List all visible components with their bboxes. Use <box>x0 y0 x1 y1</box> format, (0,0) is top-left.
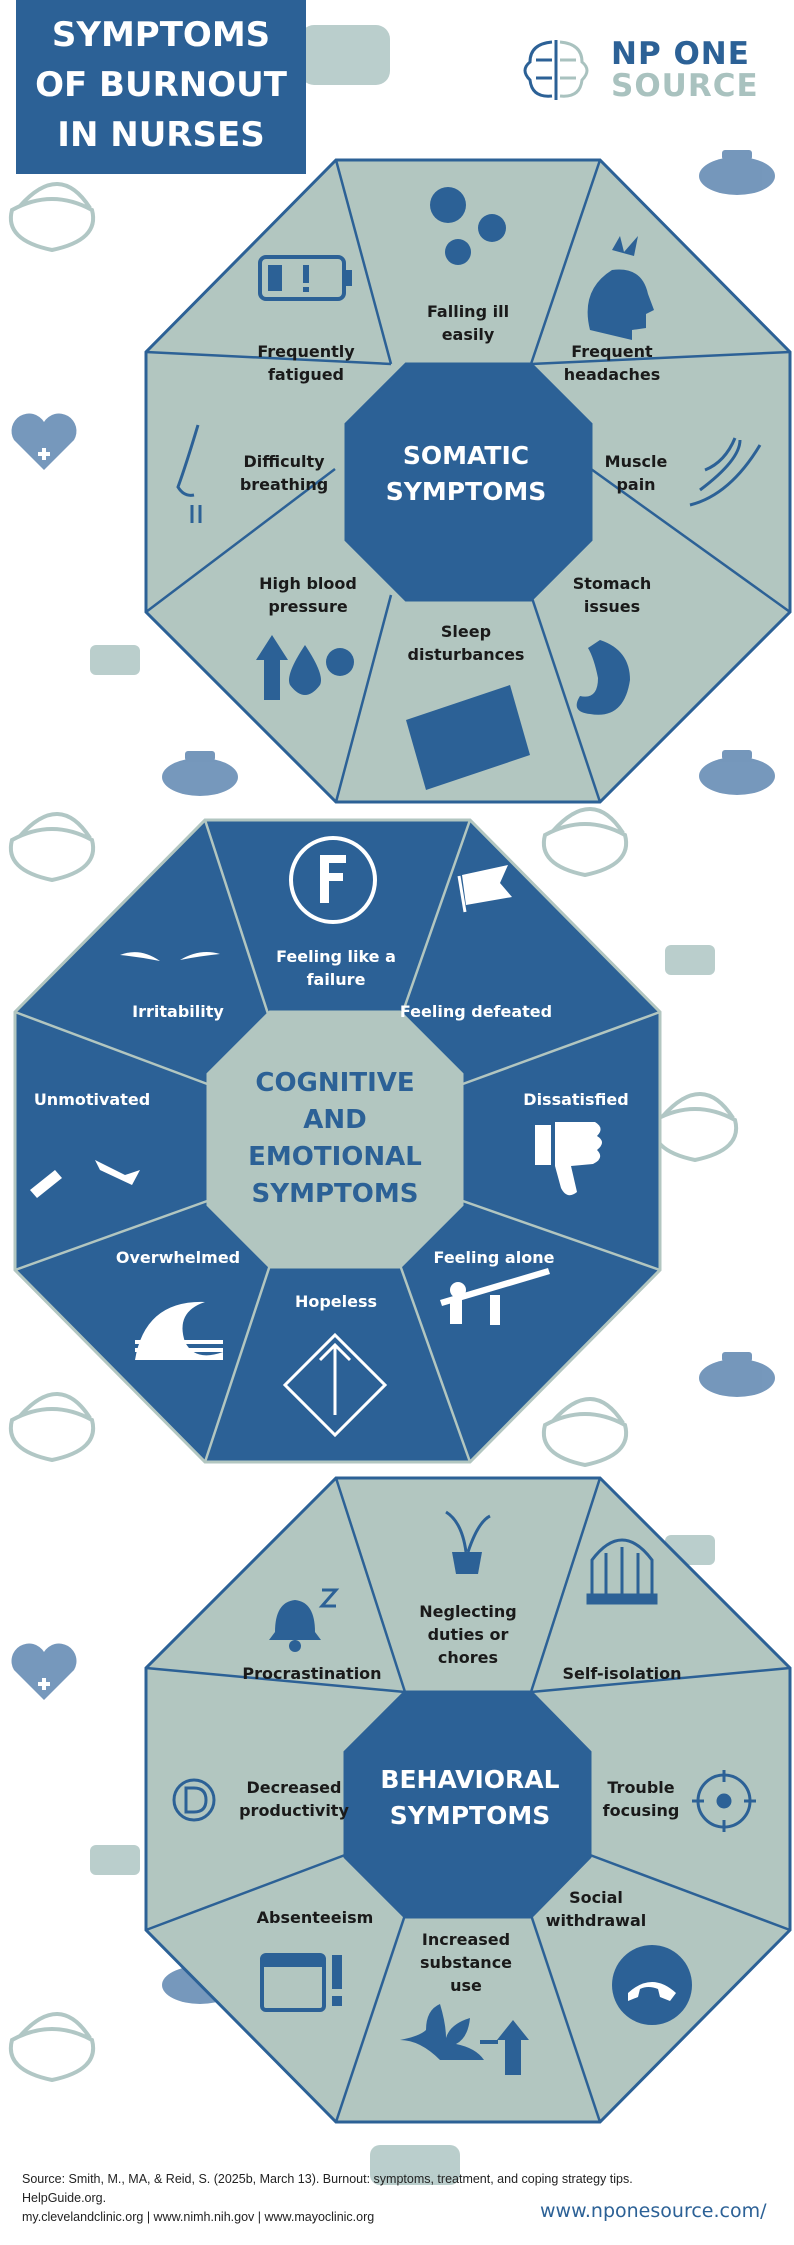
ice-pack-icon <box>162 751 238 796</box>
symptom-label-breathing: Difficulty breathing <box>239 452 329 494</box>
source-line: my.clevelandclinic.org | www.nimh.nih.go… <box>22 2210 375 2224</box>
sleep-mask-icon <box>8 812 96 883</box>
watering-can-icon <box>90 645 715 1875</box>
muscle-icon <box>689 437 762 507</box>
symptom-label-overwhelmed: Overwhelmed <box>115 1248 241 1267</box>
symptom-label-irritability: Irritability <box>132 1002 224 1021</box>
symptom-label-dissatisfied: Dissatisfied <box>523 1090 629 1109</box>
symptom-label-alone: Feeling alone <box>433 1248 555 1267</box>
center-line: SYMPTOMS <box>251 1179 419 1209</box>
ice-pack-icon <box>699 1352 775 1397</box>
ice-pack-icon <box>699 150 775 195</box>
symptom-label-isolation: Self-isolation <box>562 1664 682 1683</box>
symptom-label-sleep: Sleep disturbances <box>407 622 525 664</box>
center-line: EMOTIONAL <box>248 1142 422 1172</box>
symptom-label-withdrawal: Social withdrawal <box>545 1888 647 1930</box>
symptom-label-fatigued: Frequently fatigued <box>257 342 355 384</box>
center-line: AND <box>303 1105 367 1135</box>
symptom-label-substance: Increased substance use <box>419 1930 513 1995</box>
virus-icon <box>430 187 506 265</box>
calendar-alert-icon <box>260 1953 342 2012</box>
behavioral-center-title: BEHAVIORAL SYMPTOMS <box>350 1762 590 1834</box>
symptom-label-stomach: Stomach issues <box>572 574 652 616</box>
sleep-mask-icon <box>8 1392 96 1463</box>
symptom-label-absenteeism: Absenteeism <box>256 1908 374 1927</box>
symptom-label-falling-ill: Falling ill easily <box>426 302 510 344</box>
title-line: OF BURNOUT <box>35 65 287 105</box>
symptom-label-productivity: Decreased productivity <box>239 1778 349 1820</box>
symptom-label-defeated: Feeling defeated <box>399 1002 553 1021</box>
symptom-label-procrastination: Procrastination <box>242 1664 382 1683</box>
ice-pack-icon <box>699 750 775 795</box>
sleep-mask-icon <box>541 807 629 878</box>
brand-name-line2: SOURCE <box>611 68 759 104</box>
angry-eyebrows-icon <box>120 952 220 961</box>
wave-icon <box>135 1301 223 1360</box>
symptom-label-neglecting: Neglecting duties or chores <box>419 1602 517 1667</box>
center-line: BEHAVIORAL <box>380 1765 560 1794</box>
pillow-icon <box>406 685 530 790</box>
source-line: Source: Smith, M., MA, & Reid, S. (2025b… <box>22 2172 633 2186</box>
pillow-icon <box>300 25 460 2185</box>
symptom-label-unmotivated: Unmotivated <box>33 1090 151 1109</box>
birdcage-icon <box>586 1538 658 1605</box>
thumbs-down-icon <box>535 1122 602 1196</box>
brain-circuit-logo-icon <box>523 40 589 100</box>
low-battery-icon <box>258 255 352 301</box>
stomach-icon <box>576 640 630 715</box>
sleep-mask-icon <box>8 2012 96 2083</box>
grade-d-icon <box>172 1778 216 1822</box>
website-link[interactable]: www.nponesource.com/ <box>540 2200 767 2222</box>
brand-name-line1: NP ONE <box>611 36 750 72</box>
heart-plus-icon <box>11 413 77 470</box>
title-box: SYMPTOMS OF BURNOUT IN NURSES <box>16 0 306 174</box>
center-line: SOMATIC <box>402 441 530 470</box>
crossroads-icon <box>282 1332 388 1438</box>
sleep-mask-icon <box>8 182 96 253</box>
sleep-mask-icon <box>651 1092 739 1163</box>
center-line: SYMPTOMS <box>385 477 547 506</box>
heart-plus-icon <box>11 1643 77 1700</box>
grade-f-icon <box>289 836 377 924</box>
target-icon <box>692 1770 756 1832</box>
source-citation: Source: Smith, M., MA, & Reid, S. (2025b… <box>22 2170 722 2227</box>
center-line: SYMPTOMS <box>389 1801 551 1830</box>
cognitive-center-title: COGNITIVE AND EMOTIONAL SYMPTOMS <box>215 1065 455 1213</box>
symptom-label-muscle-pain: Muscle pain <box>604 452 668 494</box>
broken-arrow-icon <box>30 1160 140 1198</box>
snooze-bell-icon <box>269 1588 340 1652</box>
source-line: HelpGuide.org. <box>22 2191 107 2205</box>
white-flag-icon <box>457 865 512 920</box>
substance-icon <box>400 2004 529 2075</box>
blood-pressure-icon <box>256 635 354 700</box>
nose-icon <box>176 424 202 523</box>
somatic-center-title: SOMATIC SYMPTOMS <box>346 438 586 510</box>
headache-icon <box>587 236 654 340</box>
symptom-label-failure: Feeling like a failure <box>276 947 396 989</box>
symptom-label-headaches: Frequent headaches <box>563 342 661 384</box>
wilted-plant-icon <box>445 1510 491 1574</box>
phone-hangup-icon <box>612 1945 692 2025</box>
symptom-label-focusing: Trouble focusing <box>602 1778 680 1820</box>
symptom-label-hopeless: Hopeless <box>294 1292 378 1311</box>
center-line: COGNITIVE <box>255 1068 415 1098</box>
sleep-mask-icon <box>541 1397 629 1468</box>
title-line: IN NURSES <box>57 115 265 155</box>
symptom-label-blood-pressure: High blood pressure <box>259 574 357 616</box>
title-line: SYMPTOMS <box>51 15 271 55</box>
seesaw-icon <box>440 1268 550 1325</box>
